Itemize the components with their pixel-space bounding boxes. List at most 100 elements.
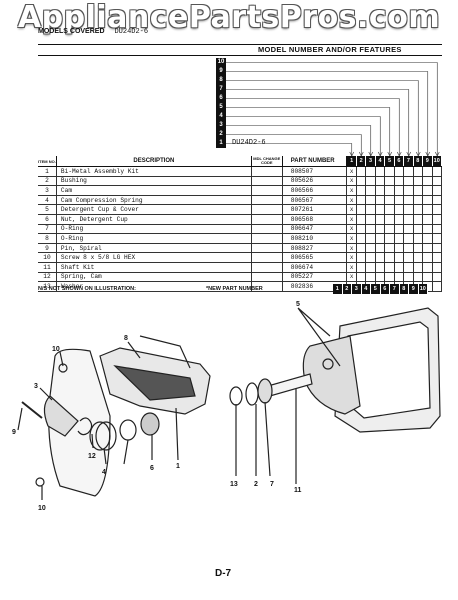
feature-cell bbox=[357, 234, 367, 243]
detergent-cup-nut bbox=[140, 412, 160, 436]
footer-feature: 5 bbox=[371, 284, 381, 294]
feature-cell: X bbox=[347, 205, 357, 214]
feature-cell bbox=[433, 214, 442, 224]
feature-cell bbox=[385, 224, 395, 234]
feature-cell bbox=[423, 253, 433, 262]
models-covered: MODELS COVERED DU24D2-6 bbox=[38, 28, 148, 36]
feature-cell bbox=[395, 195, 405, 205]
feature-cell bbox=[414, 253, 424, 262]
footer-feature: 9 bbox=[409, 284, 419, 294]
item-number: 6 bbox=[38, 214, 57, 224]
feature-cell bbox=[366, 234, 376, 243]
feature-row-number: 8 bbox=[219, 77, 223, 83]
footer-feature: 4 bbox=[361, 284, 371, 294]
feature-cell bbox=[433, 205, 442, 214]
feature-cell bbox=[433, 243, 442, 253]
feature-cell bbox=[423, 167, 433, 176]
callout: 10 bbox=[38, 505, 46, 512]
footer-not-shown: N/S NOT SHOWN ON ILLUSTRATION: bbox=[38, 286, 136, 292]
item-part-number: 806568 bbox=[283, 214, 348, 224]
feature-cell bbox=[385, 214, 395, 224]
model-code: DU24D2-6 bbox=[232, 139, 266, 147]
bi-metal-core bbox=[113, 365, 196, 401]
callout: 11 bbox=[294, 487, 302, 494]
feature-cell bbox=[357, 186, 367, 195]
item-number: 12 bbox=[38, 272, 57, 282]
feature-row-number: 9 bbox=[219, 68, 223, 74]
item-number: 7 bbox=[38, 224, 57, 234]
features-title: MODEL NUMBER AND/OR FEATURES bbox=[258, 45, 402, 54]
feature-cell bbox=[404, 224, 414, 234]
feature-cell bbox=[366, 243, 376, 253]
feature-cell bbox=[433, 234, 442, 243]
feature-row-number: 1 bbox=[219, 140, 223, 146]
feature-cell bbox=[404, 272, 414, 282]
item-part-number: 808827 bbox=[283, 243, 348, 253]
feature-cell bbox=[376, 214, 386, 224]
callout: 6 bbox=[150, 465, 154, 472]
feature-cell bbox=[376, 167, 386, 176]
feature-cell bbox=[395, 224, 405, 234]
models-covered-value: DU24D2-6 bbox=[114, 28, 149, 36]
feature-cell bbox=[423, 214, 433, 224]
feature-cell bbox=[404, 243, 414, 253]
item-number: 11 bbox=[38, 262, 57, 272]
feature-cell bbox=[423, 282, 433, 291]
feature-cell bbox=[414, 214, 424, 224]
item-change-code bbox=[252, 167, 283, 176]
item-description: O-Ring bbox=[57, 234, 252, 243]
callout: 13 bbox=[230, 481, 238, 488]
item-change-code bbox=[252, 262, 283, 272]
item-part-number: 808210 bbox=[283, 234, 348, 243]
feature-cell bbox=[404, 234, 414, 243]
header-rule bbox=[38, 44, 442, 45]
item-description: Detergent Cup & Cover bbox=[57, 205, 252, 214]
item-change-code bbox=[252, 195, 283, 205]
item-number: 8 bbox=[38, 234, 57, 243]
feature-cell bbox=[385, 262, 395, 272]
feature-cell: X bbox=[347, 167, 357, 176]
callout: 1 bbox=[176, 463, 180, 470]
cam bbox=[43, 395, 79, 437]
feature-leader-line bbox=[226, 143, 353, 156]
feature-cell bbox=[414, 262, 424, 272]
feature-cell bbox=[366, 205, 376, 214]
feature-cell bbox=[366, 253, 376, 262]
feature-cell bbox=[414, 195, 424, 205]
feature-cell bbox=[366, 167, 376, 176]
feature-cell bbox=[366, 195, 376, 205]
feature-cell bbox=[385, 176, 395, 186]
feature-leader-line bbox=[226, 116, 381, 156]
feature-cell bbox=[433, 186, 442, 195]
feature-cell bbox=[366, 224, 376, 234]
item-number: 10 bbox=[38, 253, 57, 262]
feature-cell bbox=[414, 272, 424, 282]
feature-cell bbox=[385, 195, 395, 205]
compression-spring bbox=[89, 421, 111, 451]
feature-cell bbox=[433, 272, 442, 282]
feature-cell bbox=[376, 234, 386, 243]
item-change-code bbox=[252, 253, 283, 262]
col-feature: 10 bbox=[432, 156, 442, 166]
feature-cell bbox=[404, 186, 414, 195]
detergent-cup-cover bbox=[302, 335, 361, 415]
feature-cell bbox=[366, 214, 376, 224]
watermark: AppliancePartsPros.com bbox=[17, 0, 441, 35]
footer-feature: 3 bbox=[352, 284, 362, 294]
item-change-code bbox=[252, 186, 283, 195]
feature-leader-line bbox=[226, 98, 400, 156]
feature-cell bbox=[404, 253, 414, 262]
spring-cam bbox=[77, 417, 93, 436]
feature-cell: X bbox=[347, 214, 357, 224]
item-change-code bbox=[252, 214, 283, 224]
callout: 4 bbox=[102, 469, 106, 476]
col-feature: 9 bbox=[423, 156, 433, 166]
feature-cell bbox=[433, 167, 442, 176]
callout-numbers: 10 8 3 9 12 4 6 1 13 2 7 11 5 10 bbox=[12, 301, 302, 512]
